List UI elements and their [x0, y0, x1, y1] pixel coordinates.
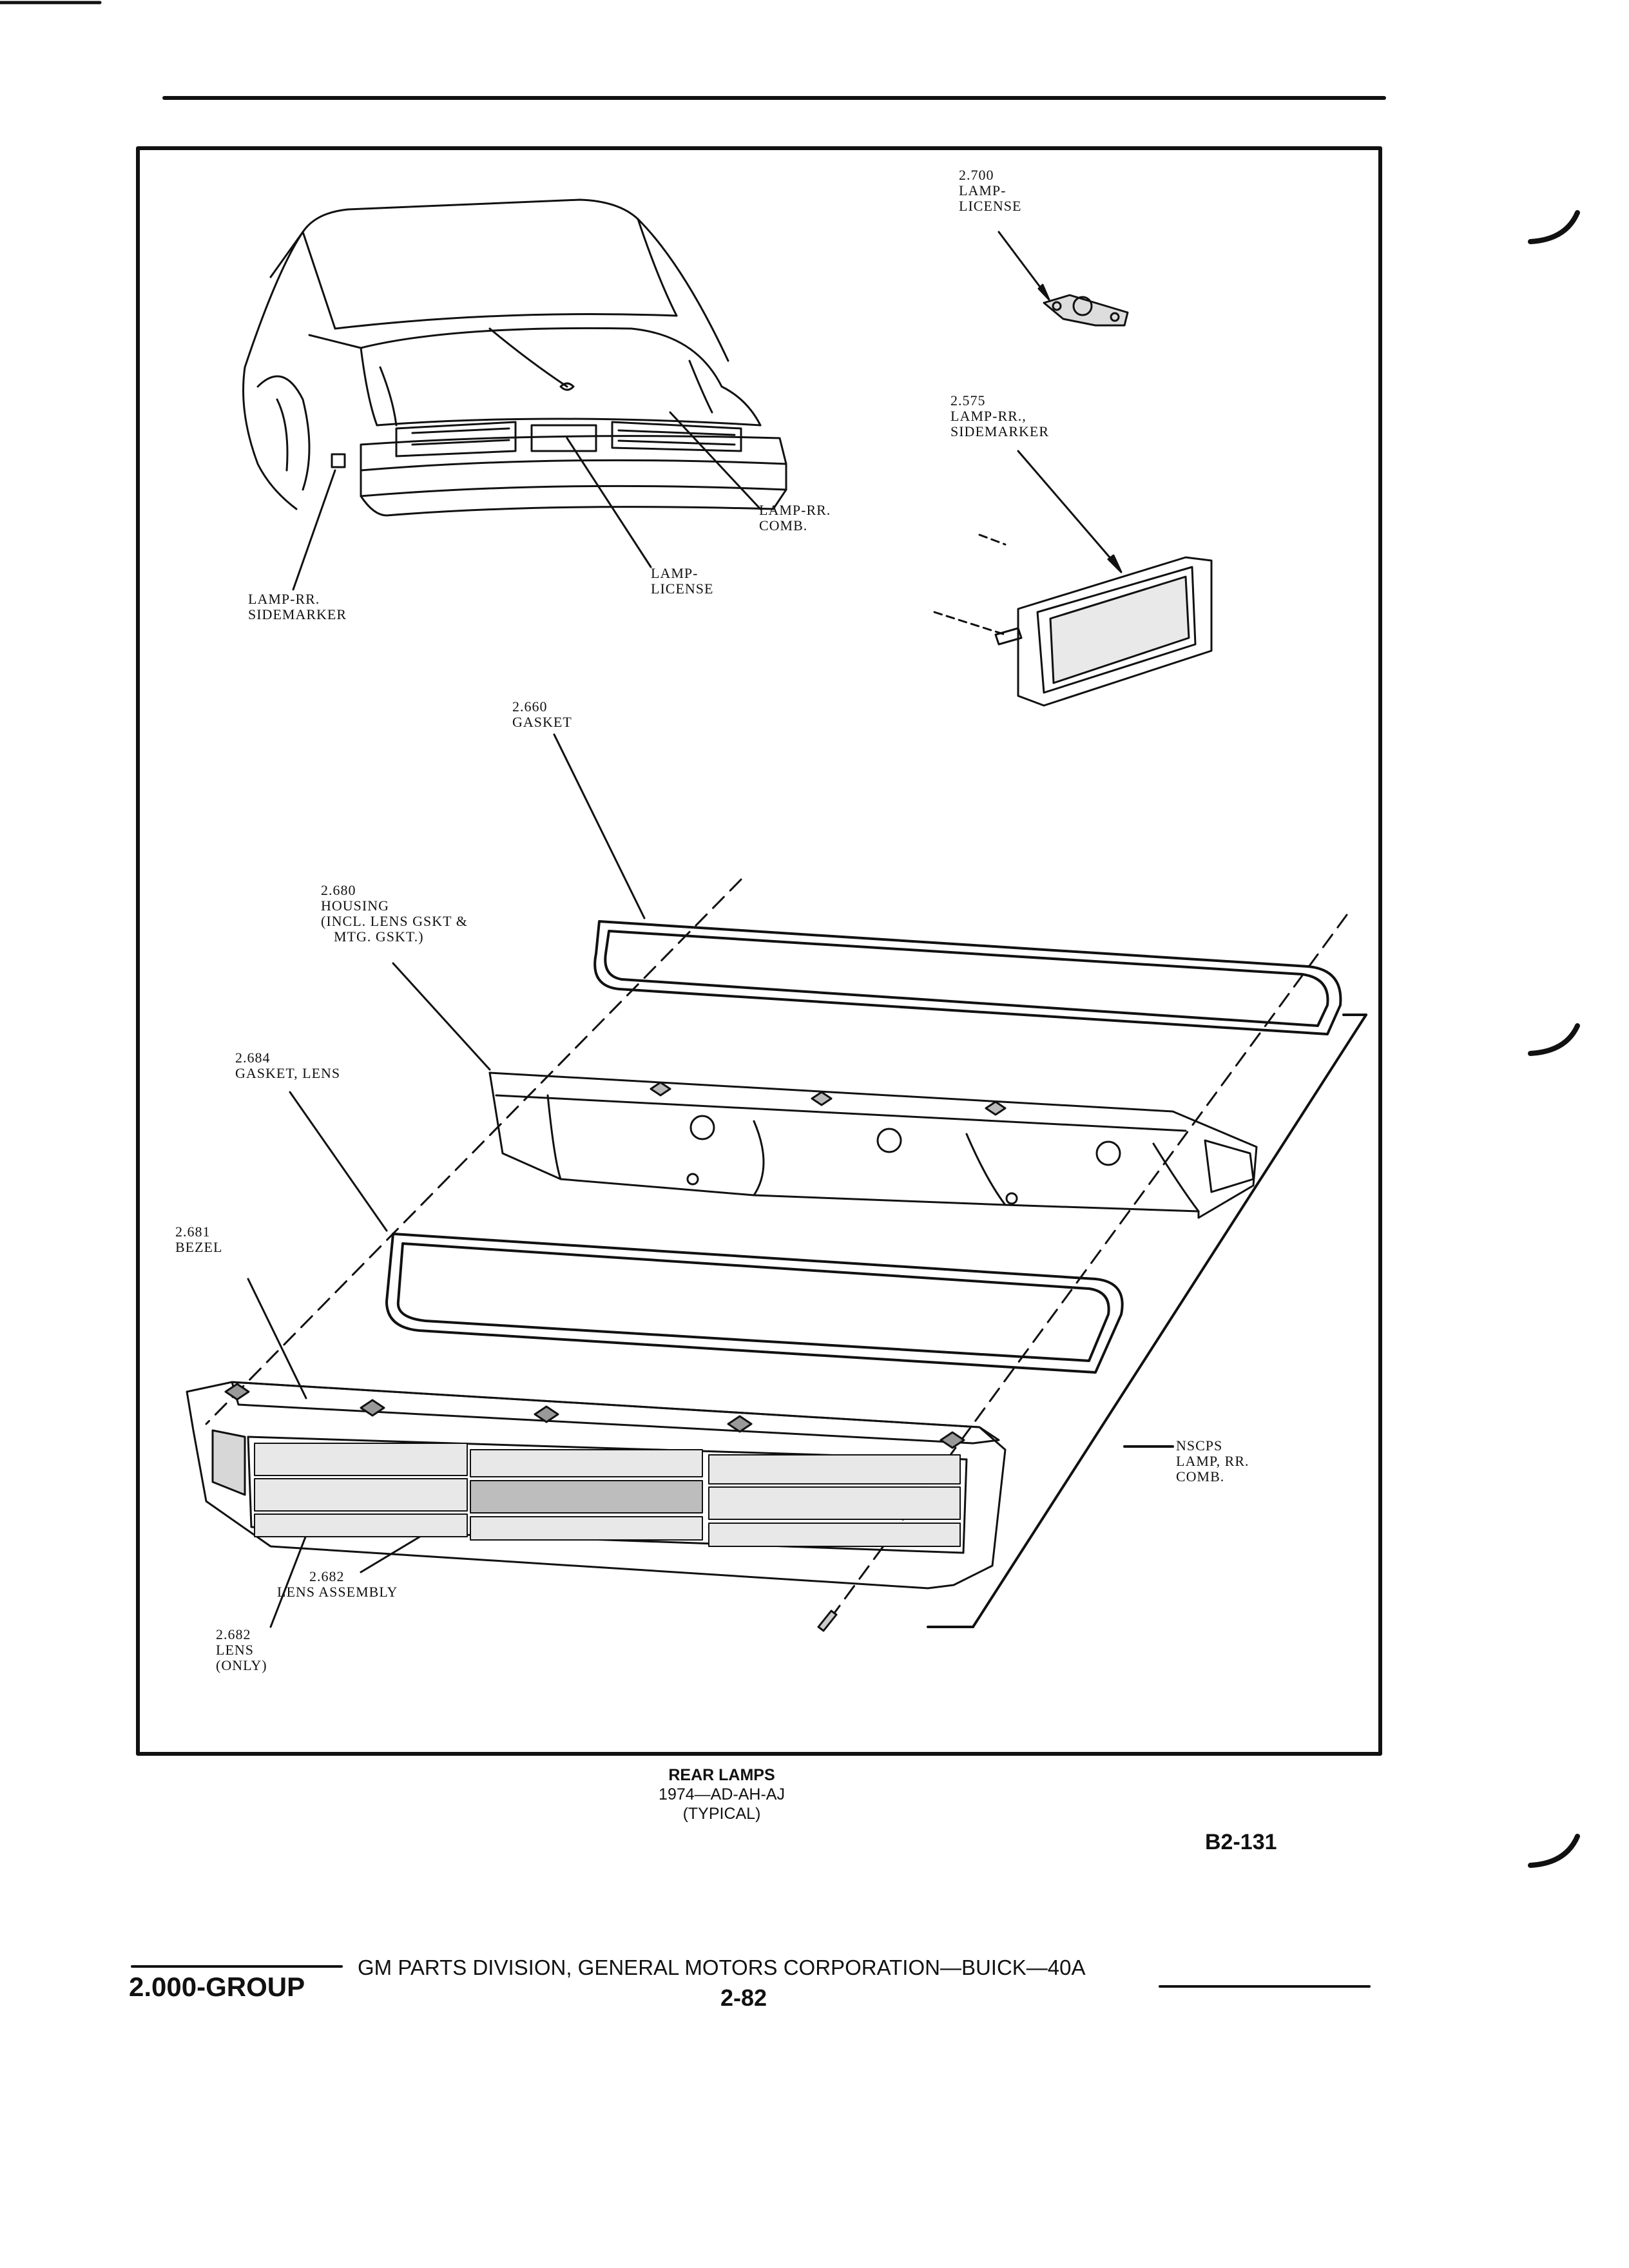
callout-number: 2.682 [309, 1568, 345, 1584]
callout-number: 2.700 [959, 167, 994, 183]
bezel-lens-part [186, 1381, 1007, 1590]
callout-line: (ONLY) [216, 1657, 267, 1673]
callout-line: LENS ASSEMBLY [277, 1584, 398, 1600]
caption-models: 1974—AD-AH-AJ [659, 1785, 785, 1803]
callout-line: BEZEL [175, 1239, 223, 1255]
leader-rr-comb [669, 411, 762, 510]
callout-line: LAMP- [651, 565, 699, 581]
callout-sidemarker-car: LAMP-RR.SIDEMARKER [248, 591, 347, 622]
footer-page-number: 2-82 [720, 1984, 767, 2011]
callout-line: COMB. [1176, 1468, 1225, 1485]
callout-number: 2.660 [512, 698, 548, 715]
callout-line: LAMP, RR. [1176, 1453, 1249, 1469]
callout-line: LAMP-RR. [248, 591, 320, 607]
leader-sidemarker-car [292, 469, 336, 591]
margin-mark [1528, 210, 1580, 244]
callout-line: LAMP- [959, 182, 1007, 198]
leader-lens-assembly [360, 1532, 427, 1573]
car-rear-view [242, 198, 787, 517]
callout-number: 2.575 [950, 392, 986, 408]
figure-border [136, 146, 1382, 1756]
caption-note: (TYPICAL) [682, 1805, 761, 1823]
margin-mark [1528, 1023, 1580, 1056]
callout-line: GASKET, LENS [235, 1065, 341, 1081]
figure-code: B2-131 [1205, 1830, 1277, 1854]
footer-group: 2.000-GROUP [129, 1972, 305, 2002]
callout-line: LAMP-RR. [759, 502, 831, 518]
callout-line: MTG. GSKT.) [334, 928, 424, 945]
margin-mark [1528, 1834, 1580, 1868]
figure-caption: REAR LAMPS 1974—AD-AH-AJ (TYPICAL) [625, 1765, 818, 1823]
callout-number: 2.681 [175, 1224, 211, 1240]
callout-line: LENS [216, 1642, 254, 1658]
leader-housing [392, 962, 491, 1071]
leader-lens-only [269, 1526, 311, 1628]
callout-line: HOUSING [321, 898, 389, 914]
housing-part [488, 1072, 1258, 1219]
callout-line: SIDEMARKER [950, 423, 1050, 439]
nscps-bracket [927, 1014, 1367, 1628]
caption-title: REAR LAMPS [668, 1766, 775, 1784]
callout-number: 2.684 [235, 1050, 271, 1066]
callout-rr-comb-car: LAMP-RR.COMB. [759, 503, 831, 533]
callout-number: 2.682 [216, 1626, 251, 1642]
lens-gasket-part [385, 1233, 1124, 1374]
leader-bezel [247, 1278, 307, 1399]
callout-line: LAMP-RR., [950, 408, 1027, 424]
screw [817, 1610, 838, 1632]
callout-line: GASKET [512, 714, 572, 730]
leader-license-car [566, 437, 652, 568]
license-lamp-part [998, 231, 1129, 327]
callout-number: 2.680 [321, 882, 356, 898]
callout-line: LICENSE [651, 581, 714, 597]
callout-license-car: LAMP-LICENSE [651, 566, 713, 597]
callout-line: COMB. [759, 517, 808, 533]
callout-line: LICENSE [959, 198, 1022, 214]
leader-gasket [553, 733, 646, 919]
gasket-outer [593, 920, 1342, 1035]
footer-division: GM PARTS DIVISION, GENERAL MOTORS CORPOR… [358, 1956, 1086, 1979]
callout-line: NSCPS [1176, 1437, 1223, 1454]
leader-gasket-lens [289, 1091, 388, 1232]
callout-line: SIDEMARKER [248, 606, 347, 622]
callout-line: (INCL. LENS GSKT & [321, 913, 468, 929]
side-marker-part [933, 450, 1213, 707]
